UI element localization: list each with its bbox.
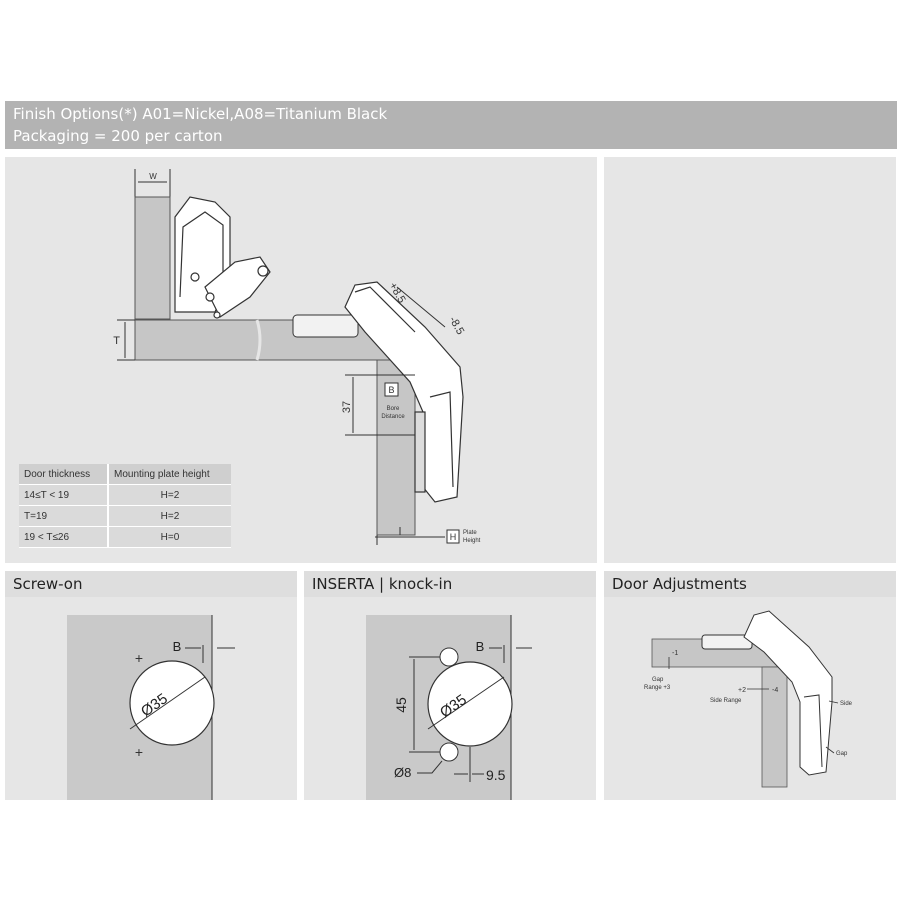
screw-plus-top: + bbox=[135, 650, 143, 666]
w-dimension bbox=[134, 169, 171, 197]
b-box bbox=[384, 382, 399, 397]
minus4-label: -4 bbox=[772, 687, 778, 694]
table-cell: 14≤T < 19 bbox=[19, 484, 108, 506]
dim-45-label: 45 bbox=[393, 697, 409, 713]
table-row: 19 < T≤26 H=0 bbox=[19, 526, 231, 548]
door-adjustments-title: Door Adjustments bbox=[604, 571, 896, 597]
side-label: Side bbox=[840, 701, 853, 707]
b-box-label: B bbox=[388, 385, 394, 395]
minus-85-label: -8.5 bbox=[446, 315, 466, 337]
bore-label: Bore bbox=[387, 406, 400, 412]
table-cell: 19 < T≤26 bbox=[19, 526, 108, 548]
distance-label: Distance bbox=[381, 414, 405, 420]
table-cell: H=2 bbox=[106, 484, 231, 506]
plate-label: Plate bbox=[463, 530, 477, 536]
height-label: Height bbox=[463, 538, 481, 544]
side-range-label: Side Range bbox=[710, 698, 742, 704]
table-header-row: Door thickness Mounting plate height bbox=[19, 464, 231, 485]
cup-hole-35 bbox=[427, 661, 513, 747]
plate-height-dim bbox=[375, 527, 445, 545]
finish-options-text: Finish Options(*) A01=Nickel,A08=Titaniu… bbox=[13, 105, 388, 123]
screw-on-title: Screw-on bbox=[5, 571, 297, 597]
gap-label: Gap bbox=[652, 677, 664, 683]
mounting-plate-table: Door thickness Mounting plate height 14≤… bbox=[19, 464, 231, 548]
screw-plus-bottom: + bbox=[135, 744, 143, 760]
dowel-hole-top bbox=[439, 647, 459, 667]
inserta-title: INSERTA | knock-in bbox=[304, 571, 596, 597]
screw-on-diagram: Ø35 + + B bbox=[67, 615, 235, 800]
diameter-8-label: Ø8 bbox=[394, 765, 411, 780]
t-dimension bbox=[117, 319, 135, 361]
h-box bbox=[446, 529, 460, 544]
table-cell: H=0 bbox=[106, 526, 231, 548]
door-panel bbox=[134, 196, 171, 320]
door-adjustments-diagram: -1 Gap Range +3 +2 -4 Side Range Side Ga… bbox=[644, 610, 853, 788]
gap-range-label: Range +3 bbox=[644, 685, 671, 691]
minus1-label: -1 bbox=[672, 650, 678, 657]
cabinet-side-panel bbox=[761, 666, 788, 788]
t-label: T bbox=[113, 335, 120, 347]
w-label: W bbox=[149, 172, 157, 181]
gap-right-label: Gap bbox=[836, 751, 848, 757]
table-row: T=19 H=2 bbox=[19, 505, 231, 527]
table-header: Mounting plate height bbox=[106, 464, 231, 485]
b-label: B bbox=[173, 639, 182, 654]
door-adjustments-panel: Door Adjustments bbox=[604, 571, 896, 800]
finish-packaging-header: Finish Options(*) A01=Nickel,A08=Titaniu… bbox=[5, 101, 897, 149]
packaging-text: Packaging = 200 per carton bbox=[13, 127, 223, 145]
table-cell: T=19 bbox=[19, 505, 108, 527]
dim-37-label: 37 bbox=[341, 401, 353, 413]
dim-37 bbox=[345, 374, 415, 436]
inserta-diagram: Ø35 45 B Ø8 9.5 bbox=[366, 615, 532, 800]
cup-hole-35 bbox=[129, 660, 215, 746]
dowel-hole-bottom bbox=[439, 742, 459, 762]
hinge-arm-folded bbox=[174, 196, 271, 319]
hinge-arm-open bbox=[344, 281, 464, 503]
empty-panel bbox=[604, 157, 896, 563]
plus2-label: +2 bbox=[738, 687, 746, 694]
main-hinge-diagram: W T +8.5 -8.5 37 B Bore bbox=[113, 169, 481, 545]
h-box-label: H bbox=[450, 532, 457, 542]
table-row: 14≤T < 19 H=2 bbox=[19, 484, 231, 506]
table-header: Door thickness bbox=[19, 464, 108, 485]
hinge-arm-open bbox=[743, 610, 833, 776]
table-cell: H=2 bbox=[106, 505, 231, 527]
adjust-arrow bbox=[396, 286, 446, 328]
b-label: B bbox=[476, 639, 485, 654]
hinge-cup bbox=[292, 314, 359, 338]
dim-95-label: 9.5 bbox=[486, 767, 506, 783]
